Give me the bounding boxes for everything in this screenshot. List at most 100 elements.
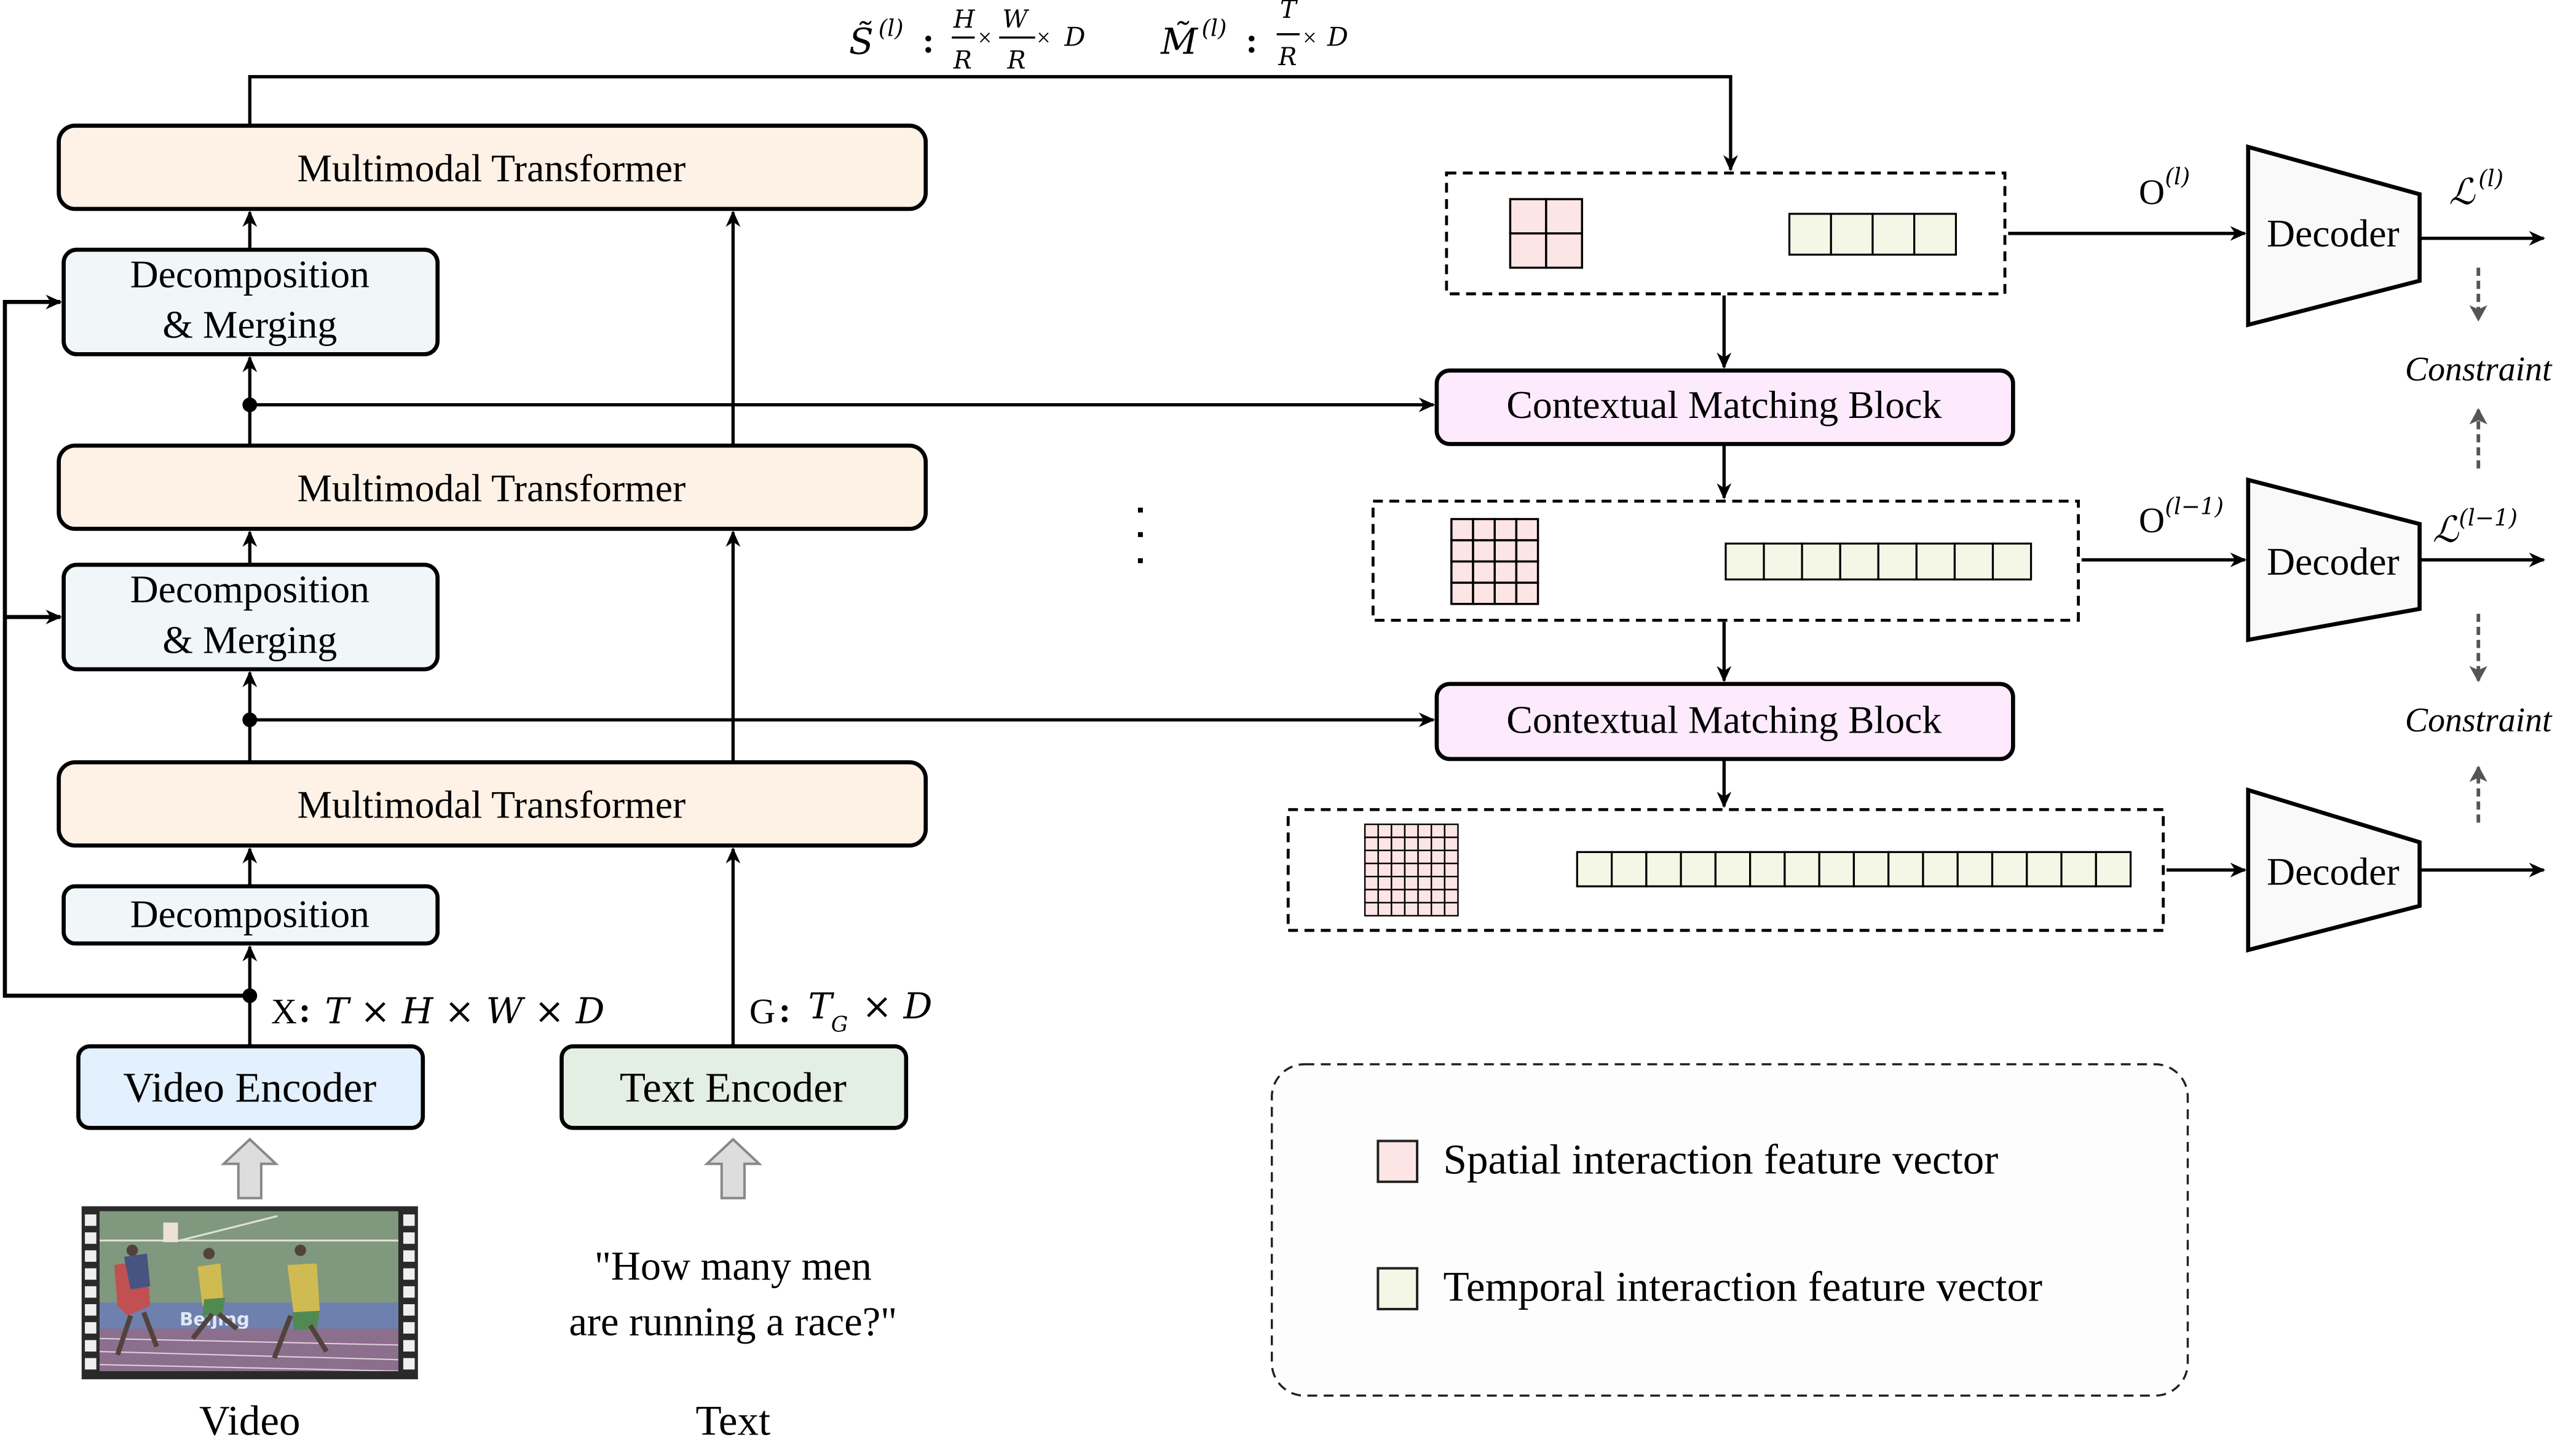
m-colon: : xyxy=(1246,20,1257,60)
s-colon: : xyxy=(922,20,934,60)
merge-label-line1: Decomposition xyxy=(130,567,369,611)
m-d: D xyxy=(1327,22,1348,52)
spatial-grid-1 xyxy=(1509,198,1584,269)
junction-dot-1 xyxy=(242,397,258,412)
temporal-cell xyxy=(2060,851,2097,887)
x-colon: : xyxy=(299,990,310,1030)
transformer-label: Multimodal Transformer xyxy=(297,466,685,510)
text-encoder-label: Text Encoder xyxy=(620,1064,847,1111)
temporal-cell xyxy=(1749,851,1786,887)
video-frame-image: Beijing xyxy=(81,1206,418,1380)
s-frac-h: H xyxy=(953,6,976,34)
temporal-cells-2 xyxy=(1724,542,2033,581)
m-times: × xyxy=(1303,24,1316,51)
temporal-cell xyxy=(1801,542,1841,581)
spatial-cell xyxy=(1377,902,1393,917)
text-input-arrow-icon xyxy=(703,1138,762,1200)
temporal-cell xyxy=(1724,542,1765,581)
spatial-grid-2 xyxy=(1450,517,1539,605)
spatial-cell xyxy=(1364,902,1379,917)
spatial-cell xyxy=(1509,232,1547,269)
temporal-cell xyxy=(1913,213,1958,256)
text-encoder: Text Encoder xyxy=(559,1044,909,1130)
spatial-cell xyxy=(1391,836,1406,851)
spatial-cell xyxy=(1431,823,1446,838)
g-colon: : xyxy=(779,990,791,1030)
spatial-cell xyxy=(1404,823,1419,838)
junction-dot-x xyxy=(242,988,258,1004)
spatial-cell xyxy=(1417,849,1432,865)
g-var: G xyxy=(749,991,775,1031)
spatial-cell xyxy=(1417,889,1432,903)
spatial-cell xyxy=(1431,849,1446,865)
film-sprocket-holes xyxy=(85,1214,415,1370)
g-t: T xyxy=(808,985,835,1027)
constraint-label-2: Constraint xyxy=(2405,701,2553,739)
legend: Spatial interaction feature vector Tempo… xyxy=(1270,1063,2189,1397)
temporal-cell xyxy=(1714,851,1752,887)
feature-group-2 xyxy=(1371,499,2080,622)
feature-group-3 xyxy=(1286,808,2165,932)
decoder2-output-sup: (l−1) xyxy=(2459,504,2518,531)
g-dimension-label: G : T G × D xyxy=(749,985,933,1037)
legend-spatial-swatch xyxy=(1377,1139,1419,1183)
spatial-cell xyxy=(1515,517,1539,541)
feature-group-1 xyxy=(1445,171,2007,296)
g-subscript: G xyxy=(831,1012,848,1037)
spatial-cell xyxy=(1444,889,1459,903)
spatial-cell xyxy=(1417,875,1432,891)
decoder2-input-sup: (l−1) xyxy=(2165,493,2224,520)
spatial-cell xyxy=(1493,560,1518,584)
temporal-cell xyxy=(1610,851,1648,887)
transformer-block-2: Multimodal Transformer xyxy=(57,443,928,531)
s-frac-r1: R xyxy=(953,47,972,75)
spatial-cell xyxy=(1472,539,1496,563)
spatial-cell xyxy=(1450,581,1474,605)
decoder-3: Decoder xyxy=(2246,787,2422,953)
spatial-cell xyxy=(1450,539,1474,563)
spatial-cell xyxy=(1431,836,1446,851)
temporal-cell xyxy=(1871,213,1916,256)
spatial-cell xyxy=(1545,232,1584,269)
spatial-cell xyxy=(1417,823,1432,838)
spatial-cell xyxy=(1364,875,1379,891)
spatial-cell xyxy=(1377,823,1393,838)
spatial-cell xyxy=(1391,862,1406,878)
spatial-cell xyxy=(1404,889,1419,903)
s-frac-r2: R xyxy=(1007,47,1026,75)
transformer-label: Multimodal Transformer xyxy=(297,783,685,827)
decoder2-output-label: ℒ xyxy=(2433,509,2460,551)
spatial-cell xyxy=(1404,836,1419,851)
spatial-cell xyxy=(1377,889,1393,903)
temporal-cell xyxy=(1645,851,1682,887)
temporal-cells-1 xyxy=(1788,213,1958,256)
decoder1-output-sup: (l) xyxy=(2478,165,2503,192)
transformer-block-1: Multimodal Transformer xyxy=(57,124,928,211)
junction-dot-2 xyxy=(242,712,258,728)
spatial-cell xyxy=(1431,862,1446,878)
s-frac-w: W xyxy=(1003,6,1030,34)
spatial-cell xyxy=(1472,560,1496,584)
video-encoder: Video Encoder xyxy=(76,1044,425,1130)
temporal-cell xyxy=(1830,213,1874,256)
legend-spatial-label: Spatial interaction feature vector xyxy=(1444,1136,1999,1183)
spatial-cell xyxy=(1493,517,1518,541)
decoder1-input-sup: (l) xyxy=(2165,163,2190,190)
temporal-cell xyxy=(1788,213,1832,256)
video-encoder-label: Video Encoder xyxy=(123,1064,376,1111)
s-superscript: (l) xyxy=(879,14,904,41)
temporal-cell xyxy=(1839,542,1879,581)
transformer-block-3: Multimodal Transformer xyxy=(57,760,928,848)
transformer-label: Multimodal Transformer xyxy=(297,146,685,190)
spatial-cell xyxy=(1515,581,1539,605)
spatial-cell xyxy=(1509,198,1547,235)
spatial-cell xyxy=(1444,862,1459,878)
temporal-cell xyxy=(1915,542,1956,581)
cmb-block-1: Contextual Matching Block xyxy=(1434,368,2015,446)
x-dimension-label: X : T × H × W × D xyxy=(271,990,605,1033)
cmb-label: Contextual Matching Block xyxy=(1506,698,1942,741)
m-frac-t: T xyxy=(1280,0,1298,24)
skip-connection-to-merge1 xyxy=(2,294,250,998)
spatial-grid-3 xyxy=(1364,823,1459,917)
